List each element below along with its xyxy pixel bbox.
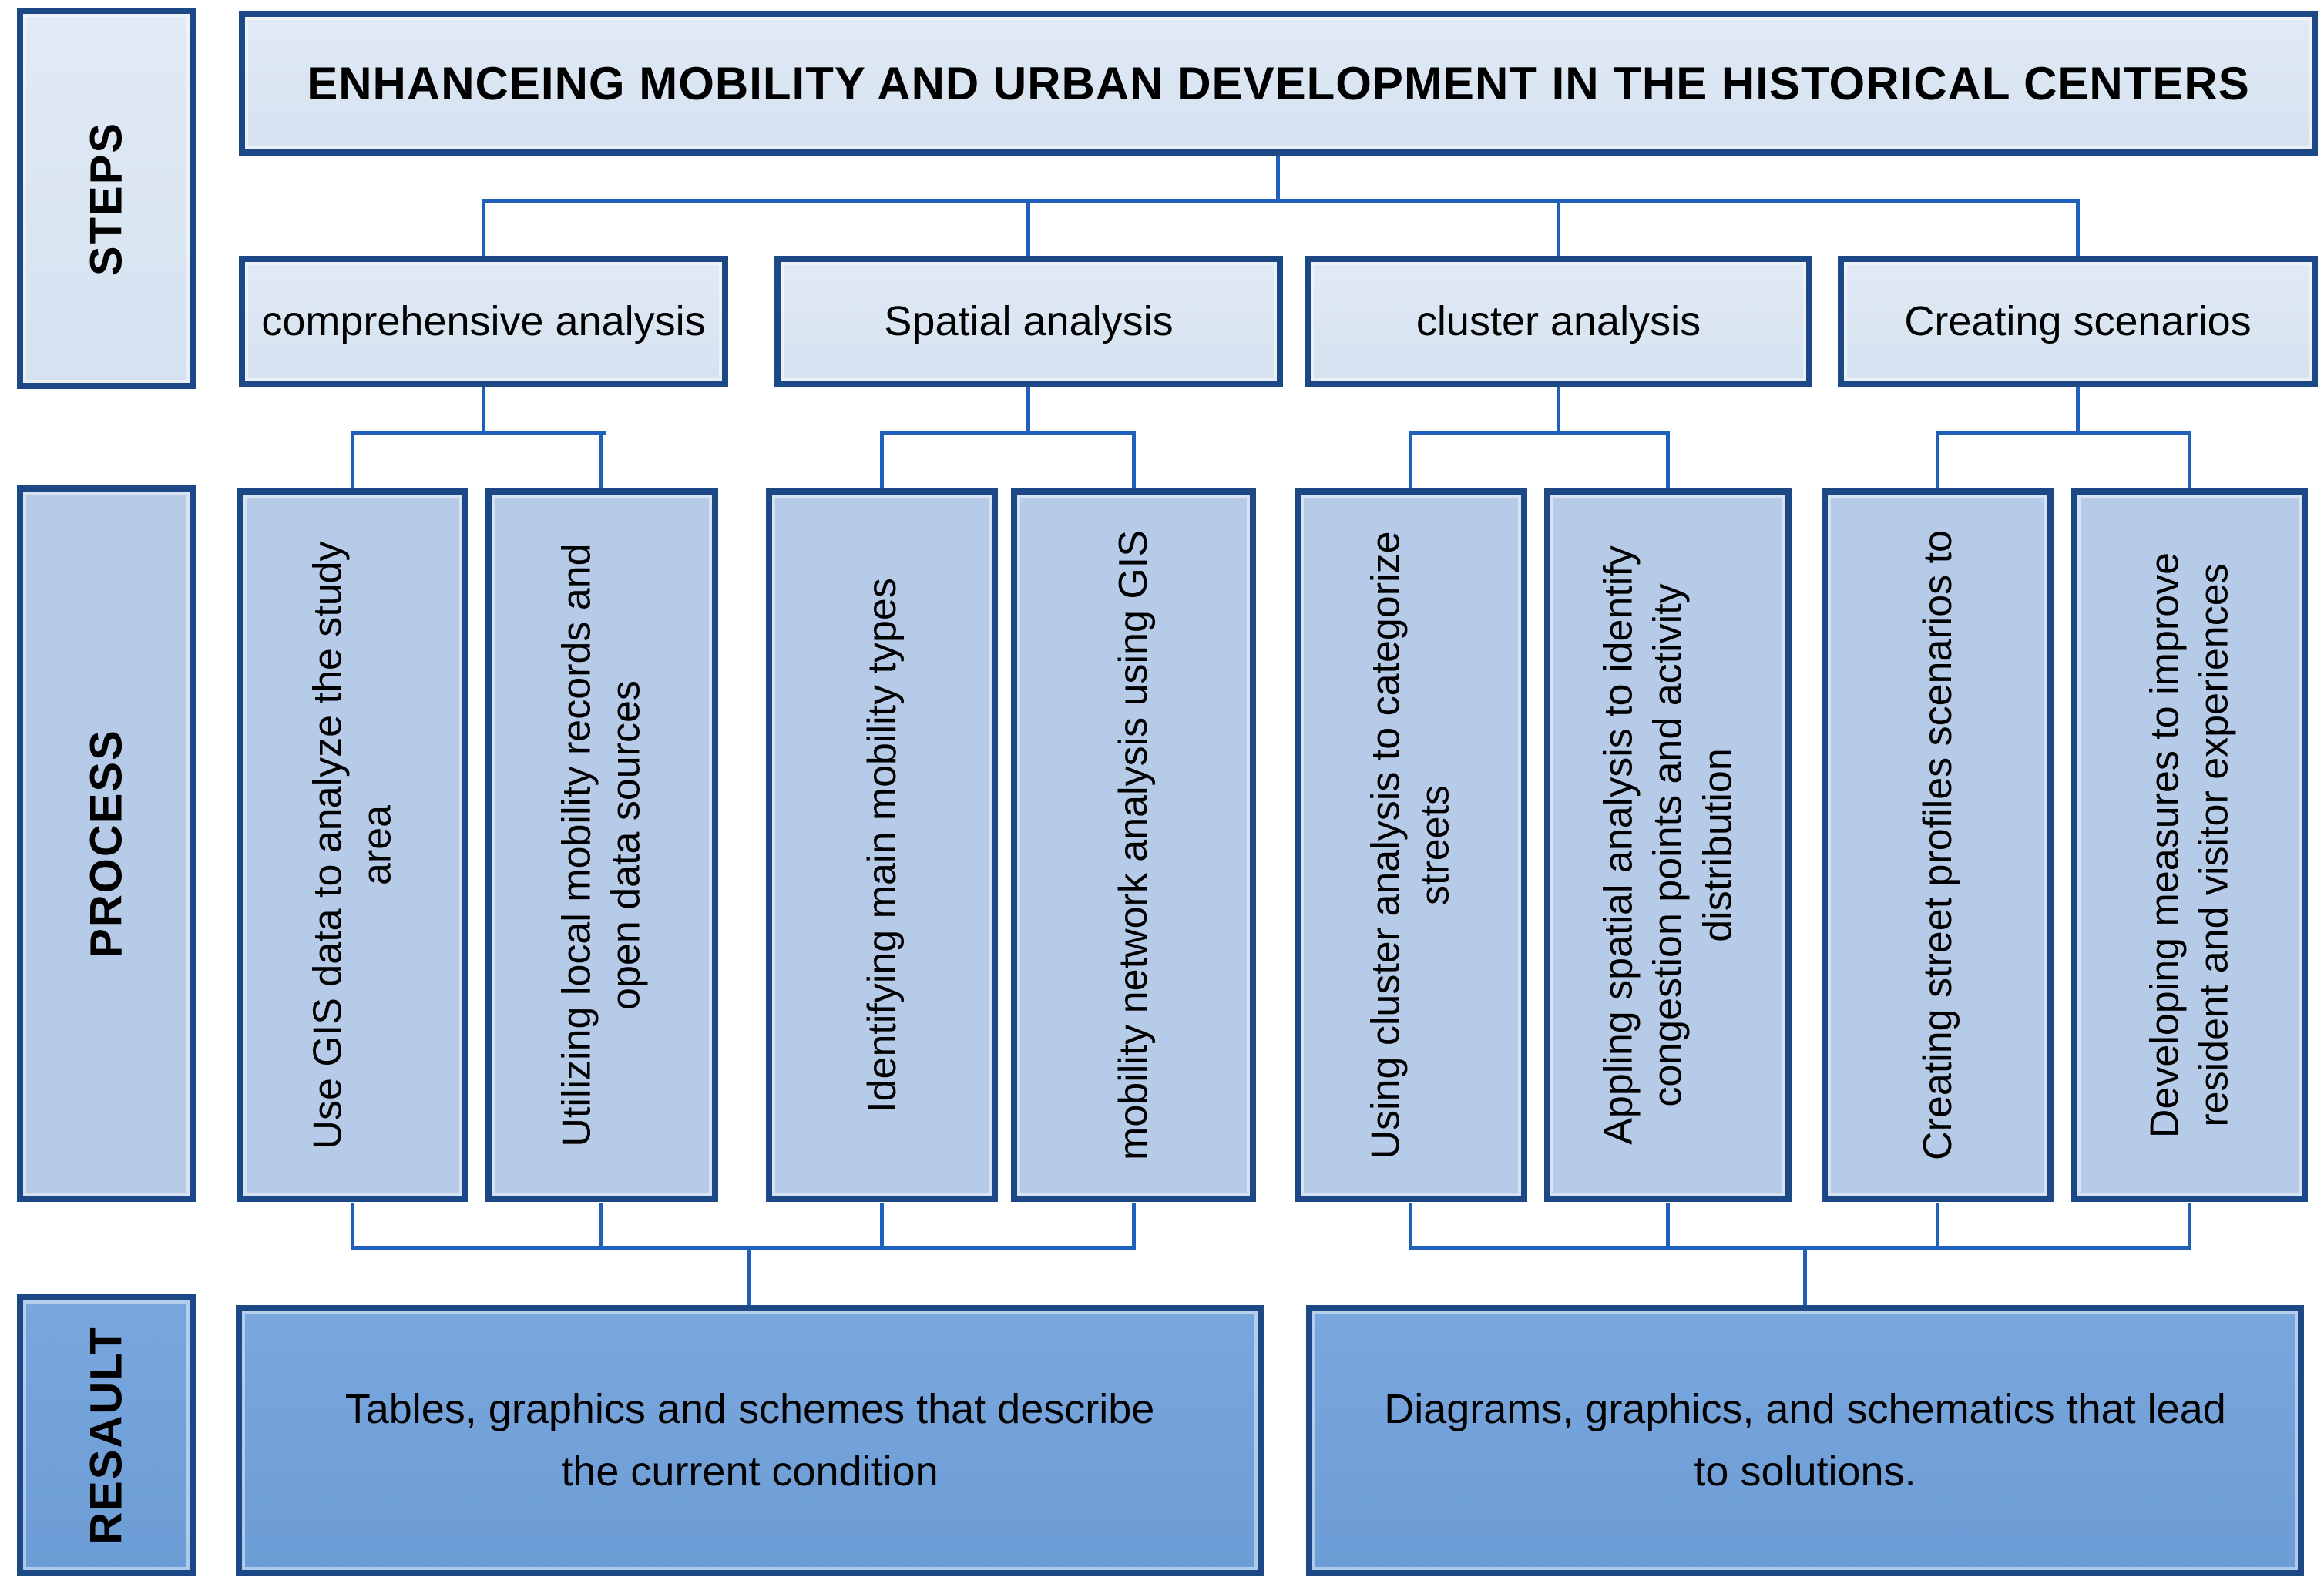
result-box-solutions: Diagrams, graphics, and schematics that … [1306,1305,2304,1576]
title-box: ENHANCEING MOBILITY AND URBAN DEVELOPMEN… [239,11,2318,156]
process-label: mobility network analysis using GIS [1110,530,1156,1160]
connector [2188,431,2191,488]
process-box-network-analysis: mobility network analysis using GIS [1011,488,1256,1202]
step-label: cluster analysis [1416,297,1701,344]
connector [351,1203,354,1250]
process-box-categorize-streets: Using cluster analysis to categorize str… [1295,488,1527,1202]
step-box-comprehensive-analysis: comprehensive analysis [239,256,728,387]
connector [1936,431,2191,435]
connector [1936,1203,1939,1250]
row-label-steps-box: STEPS [17,8,196,389]
step-label: Creating scenarios [1904,297,2252,344]
row-label-result: RESAULT [81,1326,132,1545]
process-box-mobility-types: Identifying main mobility types [766,488,998,1202]
connector [351,431,606,435]
step-box-cluster-analysis: cluster analysis [1305,256,1812,387]
connector [747,1246,751,1305]
result-label: Tables, graphics and schemes that descri… [344,1386,1155,1495]
process-label: Developing measures to improve resident … [2142,552,2237,1139]
connector [1276,156,1280,202]
connector [351,431,354,488]
row-label-process-box: PROCESS [17,485,196,1202]
connector [482,387,485,435]
row-label-result-box: RESAULT [17,1294,196,1576]
step-label: Spatial analysis [884,297,1174,344]
process-label: Appling spatial analysis to identify con… [1595,545,1740,1145]
connector [1409,1246,2191,1250]
connector [2076,387,2080,435]
process-box-street-profiles: Creating street profiles scenarios to [1822,488,2054,1202]
step-box-spatial-analysis: Spatial analysis [774,256,1283,387]
connector [1026,199,1030,257]
connector [1557,199,1560,257]
connector [1026,387,1030,435]
connector [599,1203,603,1250]
connector [880,1203,884,1250]
connector [1557,387,1560,435]
process-box-congestion-points: Appling spatial analysis to identify con… [1544,488,1792,1202]
process-label: Use GIS data to analyze the study area [305,541,400,1149]
connector [1666,1203,1670,1250]
connector [1409,431,1412,488]
connector [482,199,485,257]
connector [880,431,884,488]
connector [1132,1203,1136,1250]
connector [1409,431,1670,435]
connector [2188,1203,2191,1250]
connector [2076,199,2080,257]
process-box-mobility-records: Utilizing local mobility records and ope… [485,488,718,1202]
connector [880,431,1136,435]
row-label-process: PROCESS [81,729,132,958]
connector [599,431,603,488]
process-box-developing-measures: Developing measures to improve resident … [2071,488,2308,1202]
connector [1936,431,1939,488]
process-label: Using cluster analysis to categorize str… [1363,531,1458,1159]
row-label-steps: STEPS [81,121,132,276]
step-box-creating-scenarios: Creating scenarios [1838,256,2318,387]
process-label: Creating street profiles scenarios to [1915,530,1960,1160]
connector [1409,1203,1412,1250]
connector [1666,431,1670,488]
result-label: Diagrams, graphics, and schematics that … [1384,1386,2226,1495]
connector [482,199,2080,203]
process-label: Identifying main mobility types [859,578,905,1112]
process-box-gis-study-area: Use GIS data to analyze the study area [237,488,468,1202]
connector [351,1246,1136,1250]
process-label: Utilizing local mobility records and ope… [554,543,649,1147]
connector [1132,431,1136,488]
result-box-current-condition: Tables, graphics and schemes that descri… [236,1305,1264,1576]
connector [1803,1246,1807,1305]
diagram-title: ENHANCEING MOBILITY AND URBAN DEVELOPMEN… [307,57,2250,109]
step-label: comprehensive analysis [261,297,706,344]
